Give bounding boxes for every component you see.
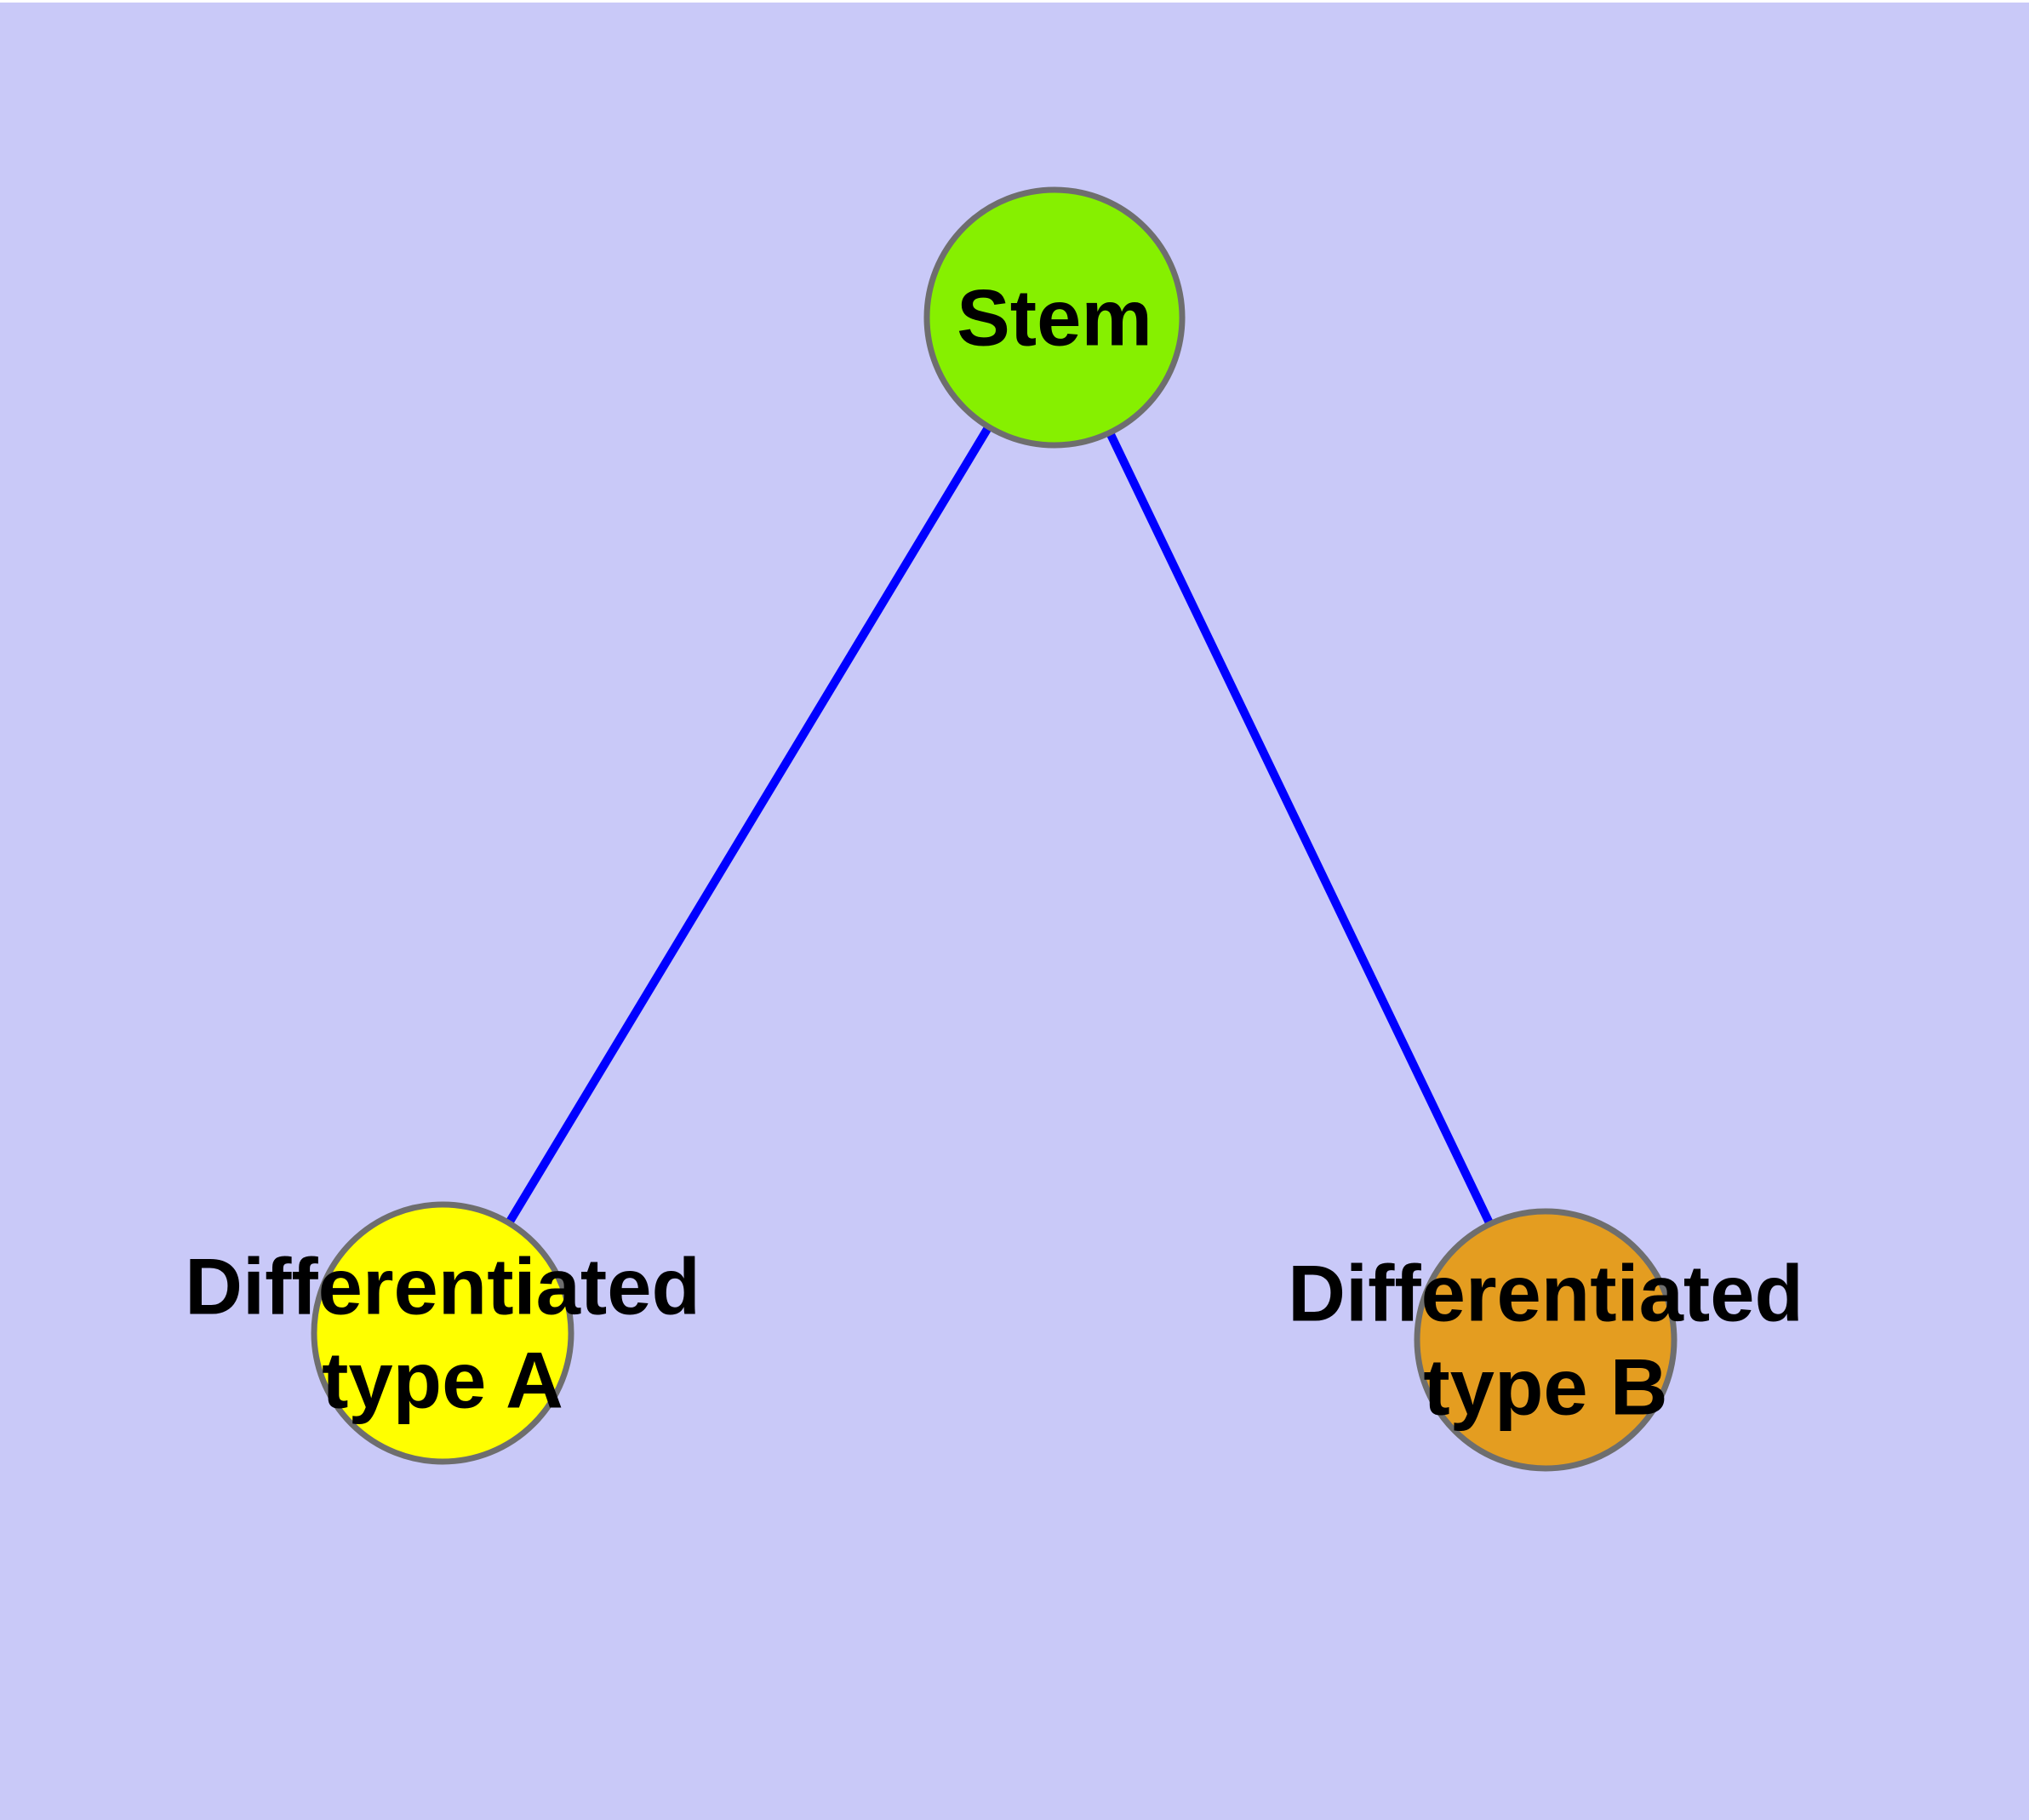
node-type-b-label-line2: type B: [1423, 1342, 1667, 1432]
edge-stem-to-type-b: [1050, 315, 1550, 1342]
node-stem: [923, 186, 1186, 449]
node-stem-label: Stem: [957, 273, 1152, 363]
node-type-b: [1414, 1208, 1677, 1472]
node-type-a-label-line2: type A: [322, 1336, 563, 1425]
edge-stem-to-type-a: [438, 315, 1059, 1336]
node-type-b-label-line1: Differentiated: [1288, 1249, 1803, 1338]
node-type-a-label-line1: Differentiated: [185, 1242, 700, 1331]
node-type-a: [311, 1201, 574, 1465]
